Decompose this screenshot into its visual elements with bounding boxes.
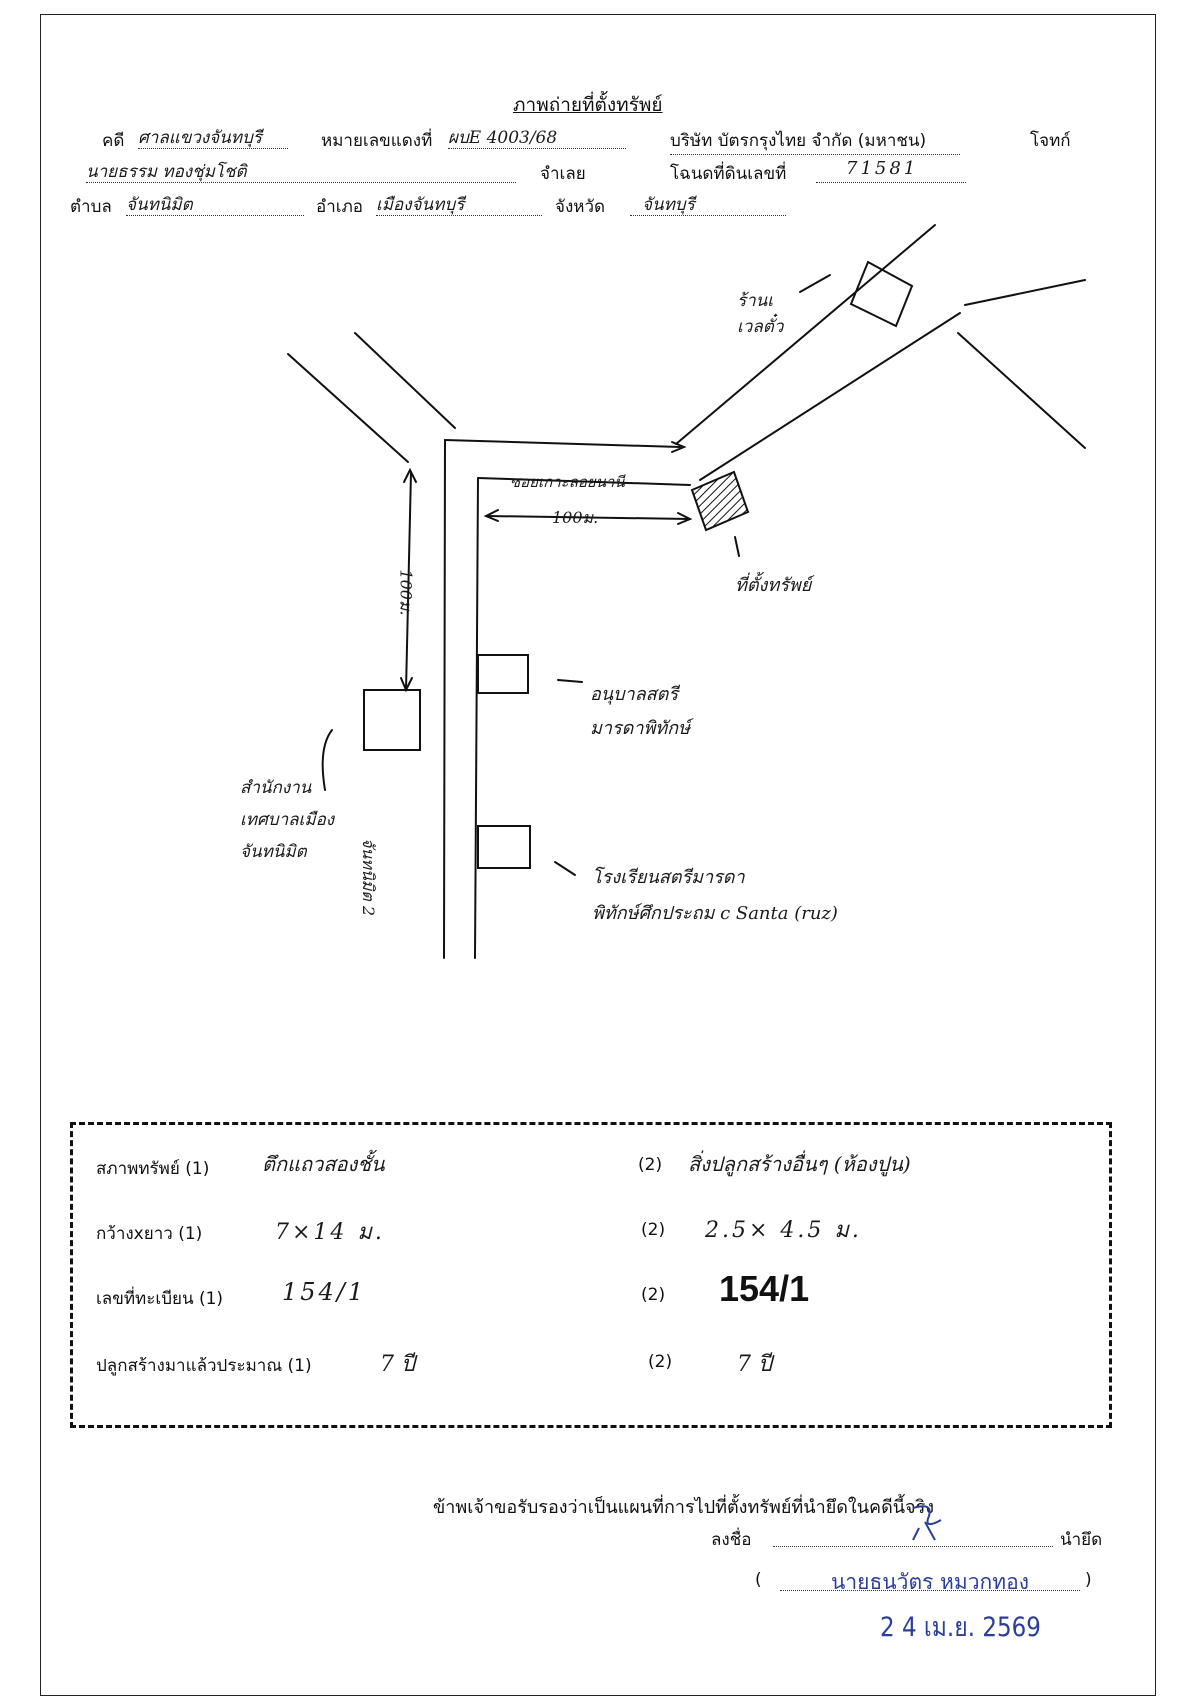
pointer-arrow bbox=[321, 729, 333, 791]
province-field: จันทบุรี bbox=[630, 191, 786, 216]
distance-horizontal: 100ม. bbox=[552, 508, 599, 527]
pointer-arrow bbox=[554, 861, 576, 876]
certify-statement: ข้าพเจ้าขอรับรองว่าเป็นแผนที่การไปที่ตั้… bbox=[433, 1497, 935, 1518]
arrow-head bbox=[403, 467, 417, 483]
signature-line bbox=[773, 1522, 1053, 1547]
province-label: จังหวัด bbox=[555, 197, 606, 217]
building-box bbox=[477, 654, 529, 694]
road-edge bbox=[287, 353, 409, 463]
signature-mark bbox=[912, 1505, 942, 1541]
registration-1: 154/1 bbox=[282, 1278, 367, 1306]
distance-arrow bbox=[405, 471, 412, 691]
registration-2: 154/1 bbox=[719, 1268, 810, 1309]
building-box bbox=[477, 825, 531, 869]
page-border bbox=[40, 14, 1156, 1696]
property-details-box bbox=[70, 1122, 1112, 1428]
size-2-label: (2) bbox=[641, 1220, 666, 1240]
district-value: เมืองจันทบุรี bbox=[376, 195, 465, 215]
defendant-name: นายธรรม ทองชุ่มโชติ bbox=[86, 162, 247, 182]
plaintiff-label: โจทก์ bbox=[1030, 131, 1071, 151]
distance-vertical: 100ม. bbox=[396, 569, 416, 616]
soi-label: ซอยเกาะลอยนานี bbox=[510, 473, 625, 491]
red-no-label: หมายเลขแดงที่ bbox=[321, 131, 433, 151]
road-edge bbox=[675, 224, 936, 445]
case-field: ศาลแขวงจันทบุรี bbox=[138, 124, 288, 149]
soi-edge bbox=[444, 439, 681, 448]
road-edge bbox=[957, 332, 1086, 449]
road-edge bbox=[443, 439, 446, 959]
red-no-value: ผบE 4003/68 bbox=[448, 128, 558, 148]
defendant-field: นายธรรม ทองชุ่มโชติ bbox=[86, 158, 516, 183]
pointer-arrow bbox=[799, 274, 831, 293]
office-box bbox=[363, 689, 421, 751]
distance-arrow bbox=[486, 515, 691, 520]
seizer-label: นำยึด bbox=[1060, 1530, 1103, 1550]
pointer-arrow bbox=[557, 679, 583, 683]
monument-label: อนุบาลสตรี มารดาพิทักษ์ bbox=[590, 684, 690, 739]
road-edge bbox=[354, 332, 456, 429]
property-box bbox=[690, 470, 750, 532]
size-2: 2.5× 4.5 ม. bbox=[705, 1218, 862, 1243]
age-label: ปลูกสร้างมาแล้วประมาณ (1) bbox=[96, 1356, 312, 1376]
road-edge bbox=[699, 312, 961, 481]
road-edge bbox=[964, 279, 1086, 306]
subdistrict-label: ตำบล bbox=[70, 197, 112, 217]
district-label: อำเภอ bbox=[316, 197, 363, 217]
size-1: 7×14 ม. bbox=[275, 1220, 385, 1245]
document-title: ภาพถ่ายที่ตั้งทรัพย์ bbox=[513, 94, 663, 116]
arrow-head bbox=[671, 441, 687, 453]
name-line: นายธนวัตร หมวกทอง bbox=[780, 1566, 1080, 1594]
province-value: จันทบุรี bbox=[642, 195, 695, 215]
arrow-head bbox=[677, 512, 693, 525]
age-2: 7 ปี bbox=[737, 1352, 772, 1377]
shop-box bbox=[849, 260, 914, 328]
deed-value: 71581 bbox=[846, 158, 919, 179]
condition-label: สภาพทรัพย์ (1) bbox=[96, 1159, 210, 1179]
date-stamp: 2 4 เม.ย. 2569 bbox=[880, 1613, 1041, 1643]
red-no-field: ผบE 4003/68 bbox=[448, 124, 626, 149]
case-value: ศาลแขวงจันทบุรี bbox=[138, 128, 262, 148]
school-label: โรงเรียนสตรีมารดา พิทักษ์ศึกประถม c Sant… bbox=[592, 867, 838, 924]
district-field: เมืองจันทบุรี bbox=[376, 191, 542, 216]
defendant-label: จำเลย bbox=[540, 164, 586, 184]
deed-label: โฉนดที่ดินเลขที่ bbox=[670, 164, 787, 184]
property-location-label: ที่ตั้งทรัพย์ bbox=[735, 575, 812, 596]
sign-label: ลงชื่อ bbox=[711, 1530, 752, 1550]
age-2-label: (2) bbox=[648, 1352, 673, 1372]
registration-2-label: (2) bbox=[641, 1285, 666, 1305]
soi-edge bbox=[477, 477, 691, 486]
case-label: คดี bbox=[102, 131, 125, 151]
pointer-arrow bbox=[734, 536, 740, 557]
road-label: จันทนิมิต 2 bbox=[359, 838, 378, 916]
condition-2-label: (2) bbox=[638, 1155, 663, 1175]
close-paren: ) bbox=[1085, 1570, 1092, 1590]
subdistrict-value: จันทนิมิต bbox=[126, 195, 193, 215]
age-1: 7 ปี bbox=[380, 1352, 415, 1377]
office-label: สำนักงาน เทศบาลเมือง จันทนิมิต bbox=[240, 778, 335, 862]
open-paren: ( bbox=[755, 1570, 762, 1590]
name-stamp: นายธนวัตร หมวกทอง bbox=[831, 1570, 1029, 1594]
road-edge bbox=[474, 477, 479, 959]
registration-label: เลขที่ทะเบียน (1) bbox=[96, 1289, 224, 1309]
condition-2: สิ่งปลูกสร้างอื่นๆ (ห้องปูน) bbox=[688, 1152, 911, 1176]
size-label: กว้างxยาว (1) bbox=[96, 1224, 203, 1244]
subdistrict-field: จันทนิมิต bbox=[126, 191, 304, 216]
shop-label: ร้านเ เวลตั๋ว bbox=[737, 291, 784, 337]
deed-field: 71581 bbox=[816, 158, 966, 183]
plaintiff-name: บริษัท บัตรกรุงไทย จำกัด (มหาชน) bbox=[670, 127, 960, 155]
condition-1: ตึกแถวสองชั้น bbox=[262, 1152, 385, 1176]
